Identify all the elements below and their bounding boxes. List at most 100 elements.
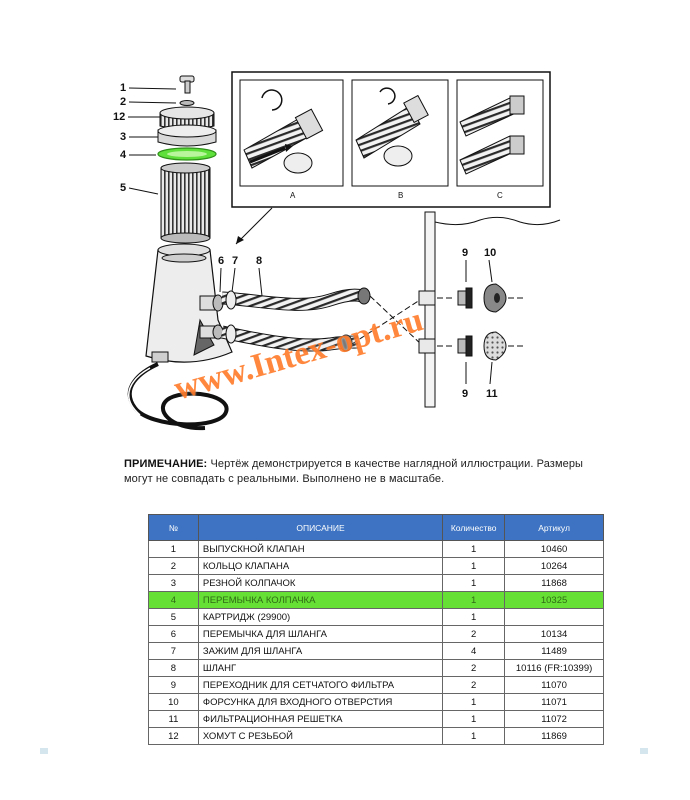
row-sku: 10264 (504, 557, 604, 575)
row-description: ПЕРЕМЫЧКА КОЛПАЧКА (197, 591, 444, 609)
row-description: ФИЛЬТРАЦИОННАЯ РЕШЕТКА (197, 710, 444, 728)
row-description: КАРТРИДЖ (29900) (197, 608, 444, 626)
hoses (220, 287, 371, 352)
row-quantity: 1 (442, 574, 506, 592)
row-sku: 10460 (504, 540, 604, 558)
row-number: 11 (148, 710, 199, 728)
note-label: ПРИМЕЧАНИЕ: (124, 458, 208, 470)
panel-c-label: C (497, 191, 503, 200)
row-sku: 10134 (504, 625, 604, 643)
row-quantity: 2 (442, 676, 506, 694)
row-quantity: 4 (442, 642, 506, 660)
callout-10: 10 (484, 247, 496, 259)
row-description: ФОРСУНКА ДЛЯ ВХОДНОГО ОТВЕРСТИЯ (197, 693, 444, 711)
row-description: ВЫПУСКНОЙ КЛАПАН (197, 540, 444, 558)
row-description: КОЛЬЦО КЛАПАНА (197, 557, 444, 575)
row-description: ПЕРЕМЫЧКА ДЛЯ ШЛАНГА (197, 625, 444, 643)
panel-c: C (456, 79, 544, 200)
pump-body (145, 243, 233, 363)
callout-12: 12 (113, 111, 125, 123)
row-quantity: 1 (442, 727, 506, 745)
pool-wall (418, 211, 561, 408)
inlet-nozzle (483, 283, 507, 313)
callout-1: 1 (120, 82, 126, 94)
callout-3: 3 (120, 131, 126, 143)
panel-b: B (351, 79, 449, 200)
filter-cartridge (160, 162, 211, 244)
row-description: ШЛАНГ (197, 659, 444, 677)
row-sku: 11868 (504, 574, 604, 592)
corner-mark-right (640, 748, 648, 754)
power-cord (127, 362, 229, 431)
row-number: 7 (148, 642, 199, 660)
row-quantity: 1 (442, 557, 506, 575)
row-quantity: 2 (442, 625, 506, 643)
row-description: ЗАЖИМ ДЛЯ ШЛАНГА (197, 642, 444, 660)
panel-b-label: B (398, 191, 403, 200)
note-line-2: могут не совпадать с реальными. Выполнен… (124, 473, 445, 485)
callout-6: 6 (218, 255, 224, 267)
row-quantity: 1 (442, 591, 506, 609)
row-sku: 11869 (504, 727, 604, 745)
row-sku: 11071 (504, 693, 604, 711)
row-number: 8 (148, 659, 199, 677)
callout-5: 5 (120, 182, 126, 194)
row-quantity: 1 (442, 608, 506, 626)
row-number: 2 (148, 557, 199, 575)
callout-9-bottom: 9 (462, 388, 468, 400)
row-quantity: 1 (442, 710, 506, 728)
strainer-adapters (457, 287, 473, 357)
header-sku: Артикул (504, 514, 604, 541)
header-description: ОПИСАНИЕ (197, 514, 444, 541)
callout-4: 4 (120, 149, 127, 161)
inset-pointer (235, 207, 273, 245)
row-quantity: 2 (442, 659, 506, 677)
callout-labels: 1 2 12 3 4 5 6 7 8 9 10 9 11 (113, 82, 498, 400)
header-number: № (148, 514, 199, 541)
strainer-grille (483, 331, 507, 361)
threaded-cap (157, 106, 217, 147)
row-description: ХОМУТ С РЕЗЬБОЙ (197, 727, 444, 745)
row-sku: 10116 (FR:10399) (504, 659, 604, 677)
row-sku: 11070 (504, 676, 604, 694)
diagram-note: ПРИМЕЧАНИЕ: Чертёж демонстрируется в кач… (124, 457, 644, 487)
inset-box: A B C (231, 71, 551, 208)
leader-lines (128, 87, 493, 385)
connection-lines (351, 295, 525, 347)
row-quantity: 1 (442, 540, 506, 558)
row-description: ПЕРЕХОДНИК ДЛЯ СЕТЧАТОГО ФИЛЬТРА (197, 676, 444, 694)
row-quantity: 1 (442, 693, 506, 711)
row-number: 12 (148, 727, 199, 745)
row-number: 3 (148, 574, 199, 592)
callout-7: 7 (232, 255, 238, 267)
row-sku: 10325 (504, 591, 604, 609)
callout-11: 11 (486, 388, 498, 400)
row-number: 9 (148, 676, 199, 694)
corner-mark-left (40, 748, 48, 754)
cap-o-ring (157, 147, 217, 161)
row-sku: 11072 (504, 710, 604, 728)
row-number: 4 (148, 591, 199, 609)
row-number: 1 (148, 540, 199, 558)
callout-2: 2 (120, 96, 126, 108)
header-quantity: Количество (442, 514, 506, 541)
release-valve (179, 75, 195, 106)
table-header-row: № ОПИСАНИЕ Количество Артикул (148, 514, 604, 541)
note-line-1: Чертёж демонстрируется в качестве нагляд… (210, 458, 584, 470)
row-number: 6 (148, 625, 199, 643)
row-sku: 11489 (504, 642, 604, 660)
panel-a: A (239, 79, 344, 200)
